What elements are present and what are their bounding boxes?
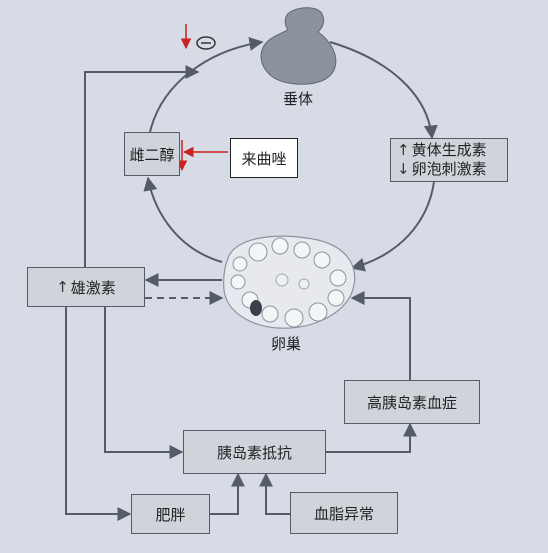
obesity-box: 肥胖 xyxy=(131,494,210,534)
fsh-down-indicator: ↓ xyxy=(397,160,410,178)
line-androgen-to-top xyxy=(84,65,200,268)
hyperinsulinemia-box: 高胰岛素血症 xyxy=(344,380,480,424)
arc-lh-to-ovary xyxy=(350,181,435,272)
arc-ovary-to-estradiol xyxy=(143,176,223,263)
ovary-illustration xyxy=(223,235,356,329)
dyslipidemia-box: 血脂异常 xyxy=(290,492,398,534)
insulin-resistance-box: 胰岛素抵抗 xyxy=(183,430,326,474)
fsh-label: 卵泡刺激素 xyxy=(411,160,487,178)
lh-label: 黄体生成素 xyxy=(411,141,487,159)
ovary-label: 卵巢 xyxy=(271,335,302,353)
estradiol-box: 雌二醇 xyxy=(124,132,180,176)
androgen-up-indicator: ↑ xyxy=(56,278,69,296)
letrozole-box: 来曲唑 xyxy=(230,138,298,178)
pituitary-illustration xyxy=(260,7,337,85)
estradiol-label: 雌二醇 xyxy=(129,145,175,164)
fsh-row: ↓卵泡刺激素 xyxy=(397,160,487,179)
pituitary-label: 垂体 xyxy=(283,90,314,108)
dyslipidemia-label: 血脂异常 xyxy=(313,504,374,523)
insulin-resistance-label: 胰岛素抵抗 xyxy=(216,443,292,462)
androgen-label: 雄激素 xyxy=(70,278,116,297)
androgen-box: ↑雄激素 xyxy=(27,267,145,307)
letrozole-label: 来曲唑 xyxy=(241,149,287,168)
line-obesity-to-insulin-resistance xyxy=(210,472,245,515)
line-androgen-to-obesity xyxy=(65,306,132,521)
hyperinsulinemia-label: 高胰岛素血症 xyxy=(366,393,457,412)
arc-pituitary-to-lh xyxy=(329,41,438,140)
obesity-label: 肥胖 xyxy=(155,505,186,524)
lh-row: ↑黄体生成素 xyxy=(397,141,487,160)
line-insulin-resistance-to-hyperinsulinemia xyxy=(326,422,417,453)
arc-estradiol-to-pituitary xyxy=(149,37,264,133)
lh-up-indicator: ↑ xyxy=(397,141,410,159)
line-hyperinsulinemia-to-ovary xyxy=(350,291,411,380)
hormone-box: ↑黄体生成素 ↓卵泡刺激素 xyxy=(390,138,508,182)
line-dyslipidemia-to-insulin-resistance xyxy=(259,472,290,515)
inhibition-symbol xyxy=(196,36,216,50)
line-androgen-to-insulin-resistance xyxy=(104,306,184,459)
